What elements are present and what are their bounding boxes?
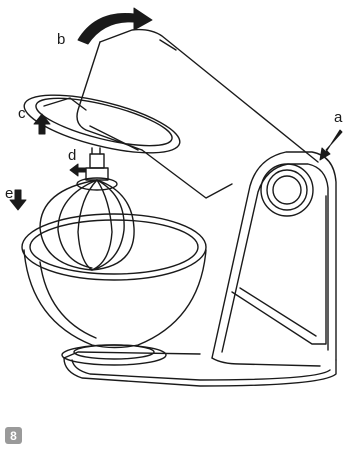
arrow-up-icon	[34, 114, 50, 134]
speed-knob	[261, 164, 313, 216]
stand-mixer-diagram	[0, 0, 352, 420]
mixing-bowl	[22, 214, 206, 348]
arrow-down-left-icon	[320, 130, 342, 160]
arrow-left-icon	[70, 164, 86, 176]
callout-a: a	[334, 110, 342, 125]
callout-c: c	[18, 106, 26, 121]
whisk-connector	[86, 148, 108, 180]
balloon-whisk	[40, 178, 134, 270]
callout-e: e	[5, 186, 13, 201]
tilt-head	[77, 30, 318, 198]
callout-d: d	[68, 148, 76, 163]
curved-arrow-right-icon	[78, 8, 152, 44]
mixer-base	[64, 352, 336, 386]
callout-b: b	[57, 32, 65, 47]
figure-number-badge: 8	[5, 427, 22, 444]
